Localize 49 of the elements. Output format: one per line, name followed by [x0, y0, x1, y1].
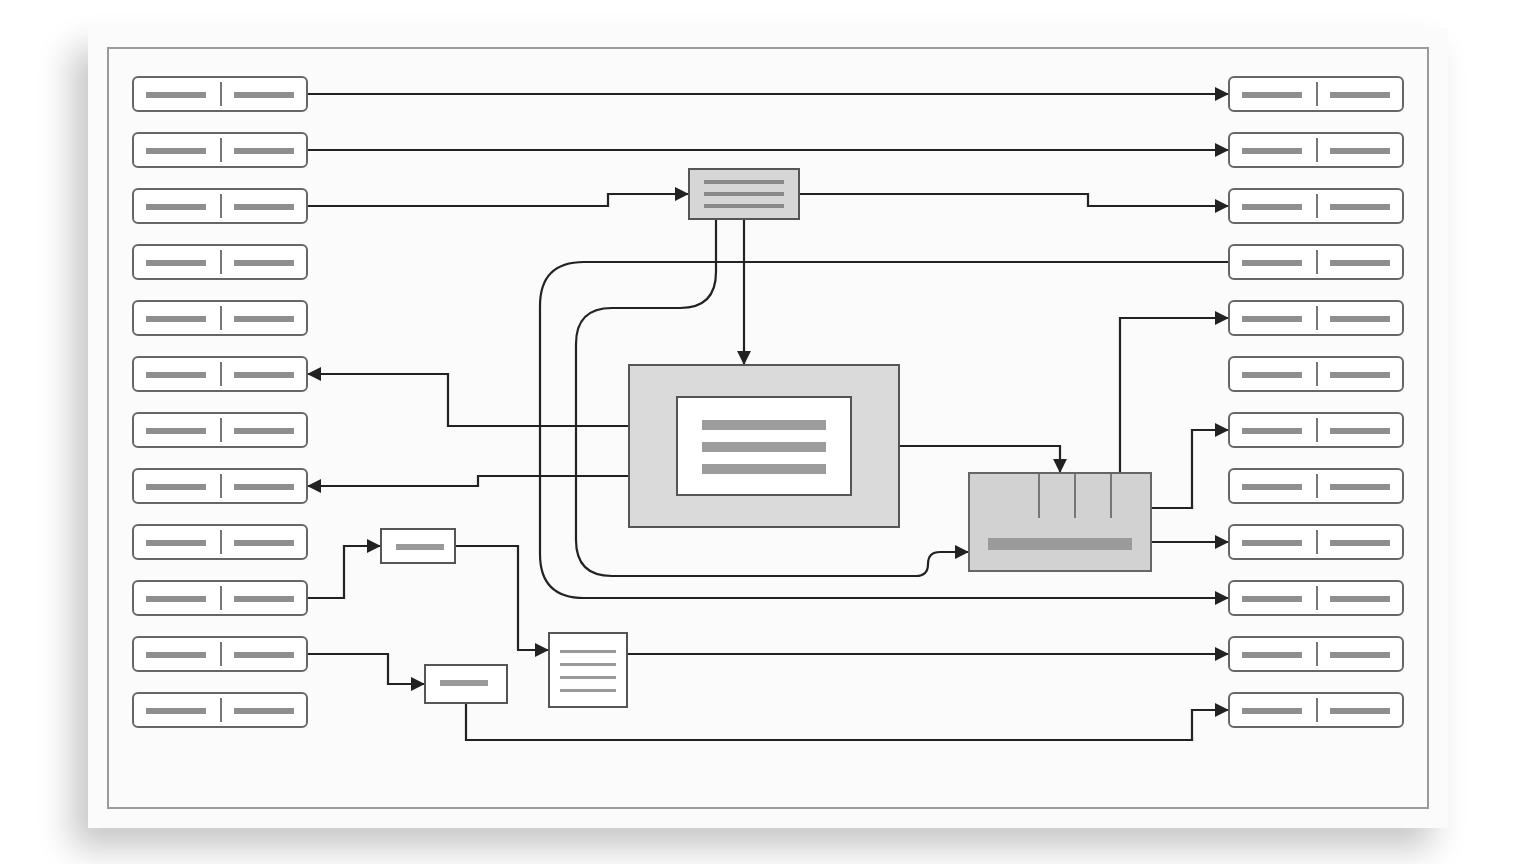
label-box	[132, 76, 308, 112]
arrow	[464, 703, 1229, 742]
arrow	[308, 539, 381, 600]
label-box	[1228, 188, 1404, 224]
small-box	[424, 664, 508, 704]
label-box	[132, 244, 308, 280]
label-box	[132, 580, 308, 616]
label-box	[132, 132, 308, 168]
label-box	[132, 692, 308, 728]
shaded-box	[688, 168, 800, 220]
arrow	[307, 474, 628, 493]
label-box	[1228, 132, 1404, 168]
arrow	[1152, 423, 1229, 510]
arrow	[308, 143, 1229, 157]
arrow	[574, 220, 969, 578]
label-box	[1228, 692, 1404, 728]
label-box	[1228, 468, 1404, 504]
arrow	[1118, 311, 1229, 472]
label-box	[1228, 412, 1404, 448]
arrow	[800, 192, 1229, 213]
small-box	[380, 528, 456, 564]
label-box	[132, 188, 308, 224]
label-box	[132, 636, 308, 672]
label-box	[132, 300, 308, 336]
label-box	[132, 356, 308, 392]
label-box	[1228, 244, 1404, 280]
label-box	[132, 524, 308, 560]
arrow	[628, 647, 1229, 661]
frame-box	[628, 364, 900, 528]
arrow	[307, 367, 628, 428]
label-box	[132, 412, 308, 448]
label-box	[1228, 356, 1404, 392]
arrow	[308, 187, 689, 208]
arrow	[308, 87, 1229, 101]
arrow	[538, 260, 1229, 605]
label-box	[1228, 580, 1404, 616]
arrow	[737, 220, 751, 365]
label-box	[1228, 300, 1404, 336]
arrow	[900, 444, 1067, 473]
arrow	[308, 652, 425, 691]
label-box	[1228, 524, 1404, 560]
list-box	[548, 632, 628, 708]
label-box	[132, 468, 308, 504]
arrow	[456, 544, 549, 657]
label-box	[1228, 636, 1404, 672]
arrow	[1152, 535, 1229, 549]
inner-box	[676, 396, 852, 496]
label-box	[1228, 76, 1404, 112]
shaded-block	[968, 472, 1152, 572]
